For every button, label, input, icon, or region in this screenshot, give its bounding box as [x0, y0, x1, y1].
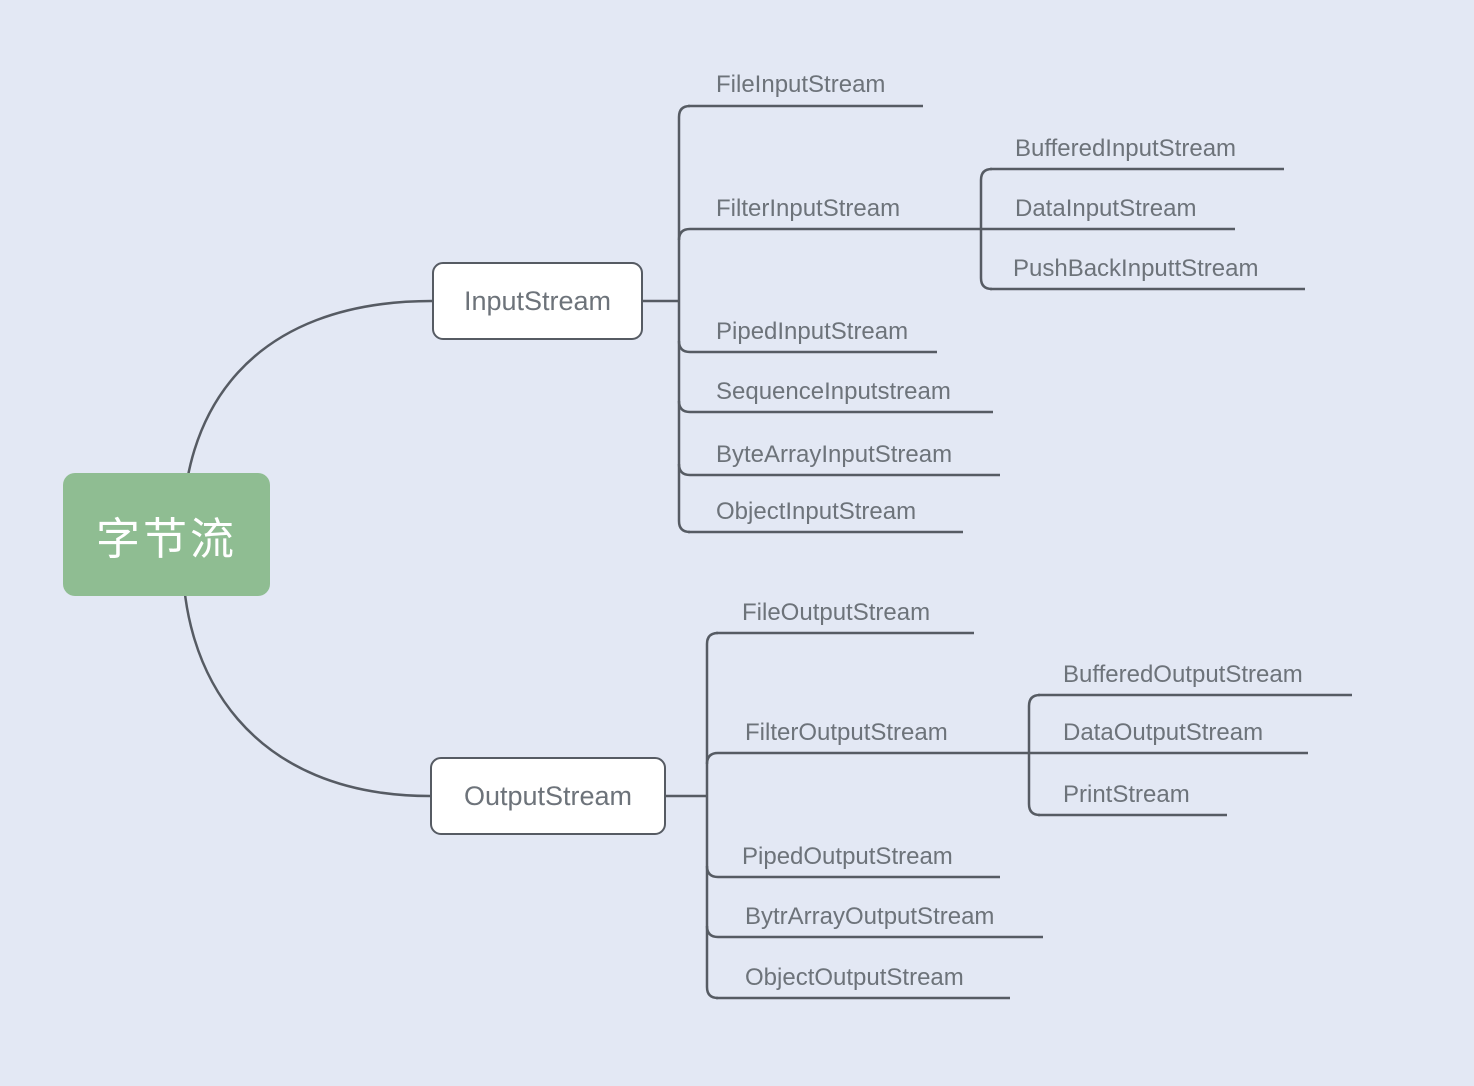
- inputstream-label: InputStream: [463, 285, 612, 316]
- root-node-label: 字节流: [96, 514, 237, 564]
- edge-pipedinputstream-underline: [677, 340, 937, 354]
- edge-filterinput-trunk: [979, 167, 993, 291]
- edge-output-trunk: [705, 631, 719, 1000]
- node-bytearrayinputstream[interactable]: ByteArrayInputStream: [716, 441, 953, 468]
- edge-sequenceinputstream-underline: [677, 400, 993, 414]
- edge-input-trunk: [677, 104, 691, 534]
- node-datainputstream[interactable]: DataInputStream: [1015, 195, 1197, 222]
- outputstream-label: OutputStream: [463, 780, 633, 811]
- node-bufferedoutputstream[interactable]: BufferedOutputStream: [1063, 661, 1303, 688]
- node-pushbackinputstream[interactable]: PushBackInputtStream: [1013, 255, 1259, 282]
- node-outputstream[interactable]: OutputStream: [430, 757, 666, 835]
- node-objectoutputstream[interactable]: ObjectOutputStream: [745, 964, 964, 991]
- node-fileoutputstream[interactable]: FileOutputStream: [742, 599, 931, 626]
- node-bytearrayoutputstream[interactable]: BytrArrayOutputStream: [745, 903, 995, 930]
- node-filteroutputstream[interactable]: FilterOutputStream: [745, 719, 948, 746]
- edge-filteroutputstream-underline: [705, 751, 1029, 765]
- edge-bytearrayinputstream-underline: [677, 463, 1000, 477]
- node-pipedoutputstream[interactable]: PipedOutputStream: [742, 843, 953, 870]
- edge-root-to-outputstream: [181, 544, 431, 798]
- node-sequenceinputstream[interactable]: SequenceInputstream: [716, 378, 951, 405]
- node-dataoutputstream[interactable]: DataOutputStream: [1063, 719, 1264, 746]
- edge-filterinputstream-underline: [677, 227, 981, 241]
- edge-filteroutput-trunk: [1027, 693, 1041, 817]
- node-inputstream[interactable]: InputStream: [432, 262, 643, 340]
- node-printstream[interactable]: PrintStream: [1063, 781, 1190, 808]
- edge-pipedoutputstream-underline: [705, 865, 1000, 879]
- node-objectinputstream[interactable]: ObjectInputStream: [716, 498, 917, 525]
- edge-bytearrayoutputstream-underline: [705, 925, 1043, 939]
- node-filterinputstream[interactable]: FilterInputStream: [716, 195, 901, 222]
- root-node[interactable]: 字节流: [63, 473, 270, 596]
- node-fileinputstream[interactable]: FileInputStream: [716, 71, 886, 98]
- node-pipedinputstream[interactable]: PipedInputStream: [716, 318, 909, 345]
- node-bufferedinputstream[interactable]: BufferedInputStream: [1015, 135, 1237, 162]
